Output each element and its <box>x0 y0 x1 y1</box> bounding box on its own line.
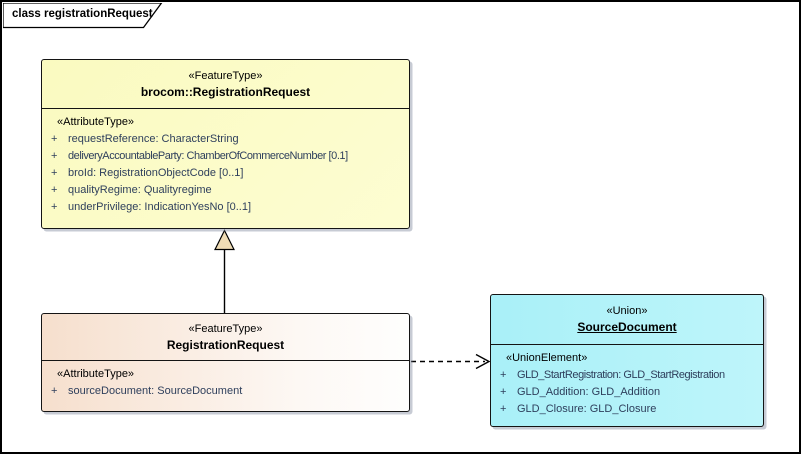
attribute-text: qualityRegime: Qualityregime <box>68 184 212 196</box>
attribute-row: + sourceDocument: SourceDocument <box>48 383 403 400</box>
attribute-row: + GLD_StartRegistration: GLD_StartRegist… <box>497 367 757 384</box>
class-registrationrequest: «FeatureType» RegistrationRequest «Attri… <box>41 313 410 412</box>
compartment-stereotype: «UnionElement» <box>506 352 588 364</box>
compartment-stereotype: «AttributeType» <box>57 116 135 128</box>
attribute-compartment: «UnionElement» + GLD_StartRegistration: … <box>491 345 763 418</box>
attribute-row: + GLD_Addition: GLD_Addition <box>497 384 757 401</box>
attribute-text: requestReference: CharacterString <box>68 133 239 145</box>
generalization-arrow <box>214 229 235 314</box>
class-header: «Union» SourceDocument <box>491 295 763 345</box>
visibility-plus: + <box>500 369 506 381</box>
attribute-row: + GLD_Closure: GLD_Closure <box>497 401 757 418</box>
visibility-plus: + <box>51 201 58 213</box>
attribute-text: GLD_Closure: GLD_Closure <box>517 403 657 415</box>
attribute-row: + qualityRegime: Qualityregime <box>48 182 403 199</box>
attribute-compartment: «AttributeType» + requestReference: Char… <box>42 109 409 216</box>
visibility-plus: + <box>51 385 58 397</box>
attribute-row: + requestReference: CharacterString <box>48 131 403 148</box>
dependency-arrow <box>411 353 491 370</box>
visibility-plus: + <box>51 184 58 196</box>
attribute-text: broId: RegistrationObjectCode [0..1] <box>68 167 244 179</box>
attribute-text: GLD_StartRegistration: GLD_StartRegistra… <box>517 369 725 381</box>
attribute-text: GLD_Addition: GLD_Addition <box>517 386 661 398</box>
attribute-compartment: «AttributeType» + sourceDocument: Source… <box>42 361 409 400</box>
frame-tab-shape <box>2 2 163 29</box>
class-name: SourceDocument <box>577 320 677 334</box>
attribute-text: deliveryAccountableParty: ChamberOfComme… <box>68 150 348 162</box>
diagram-frame-tab: class registrationRequest <box>2 2 173 30</box>
class-sourcedocument: «Union» SourceDocument «UnionElement» + … <box>490 294 764 427</box>
visibility-plus: + <box>51 167 58 179</box>
class-name: RegistrationRequest <box>166 337 285 352</box>
class-stereotype: «FeatureType» <box>188 69 263 82</box>
class-brocom-registrationrequest: «FeatureType» brocom::RegistrationReques… <box>41 59 410 229</box>
diagram-title: class registrationRequest <box>12 8 153 20</box>
attribute-text: underPrivilege: IndicationYesNo [0..1] <box>68 201 252 213</box>
compartment-stereotype: «AttributeType» <box>57 368 135 380</box>
visibility-plus: + <box>51 150 57 162</box>
attribute-row: + deliveryAccountableParty: ChamberOfCom… <box>48 148 403 165</box>
class-stereotype: «Union» <box>606 305 648 317</box>
class-name: brocom::RegistrationRequest <box>140 84 311 99</box>
visibility-plus: + <box>51 133 58 145</box>
attribute-row: + broId: RegistrationObjectCode [0..1] <box>48 165 403 182</box>
attribute-text: sourceDocument: SourceDocument <box>68 385 243 397</box>
class-header: «FeatureType» brocom::RegistrationReques… <box>42 60 409 109</box>
attribute-row: + underPrivilege: IndicationYesNo [0..1] <box>48 199 403 216</box>
class-stereotype: «FeatureType» <box>188 322 263 335</box>
class-header: «FeatureType» RegistrationRequest <box>42 314 409 361</box>
visibility-plus: + <box>500 403 507 415</box>
visibility-plus: + <box>500 386 507 398</box>
